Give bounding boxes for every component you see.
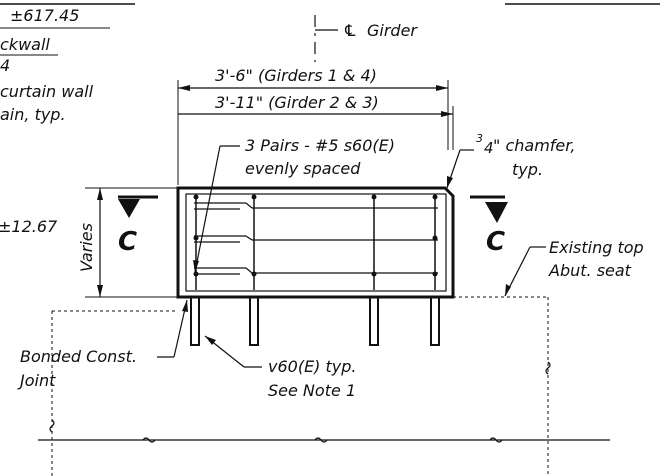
dim-arrow-right-2	[441, 111, 453, 117]
chamfer-label: " chamfer,	[493, 136, 575, 155]
backwall-sub-label: 4	[0, 56, 10, 75]
v60-label: v60(E) typ.	[268, 357, 357, 376]
v60-arrow	[205, 336, 216, 345]
rebar-dots	[193, 194, 438, 277]
section-label-left: C	[118, 227, 137, 257]
bonded-joint-label: Bonded Const.	[20, 347, 137, 366]
varies-arrow-top	[97, 188, 103, 200]
existing-top-label: Existing top	[549, 238, 644, 257]
section-marker-left	[118, 195, 158, 218]
dowels	[190, 296, 440, 346]
existing-arrow	[505, 284, 511, 296]
bonded-arrow	[182, 300, 188, 312]
curtain-wall-label-2: ain, typ.	[0, 105, 66, 124]
vertical-bars	[195, 196, 436, 290]
break-marks-side	[49, 361, 551, 433]
dim-arrow-left-1	[178, 85, 190, 91]
pairs-label-1: 3 Pairs - #5 s60(E)	[245, 136, 395, 155]
girder-label: Girder	[367, 21, 418, 40]
see-note-label: See Note 1	[268, 381, 356, 400]
reinforcement-cage-outline	[185, 193, 447, 292]
chamfer-typ-label: typ.	[512, 160, 543, 179]
centerline-symbol: ℄	[343, 21, 357, 40]
curtain-wall-label: curtain wall	[0, 82, 94, 101]
section-marker-right	[470, 195, 508, 223]
dim-arrow-right-1	[436, 85, 448, 91]
elevation-top-label: ±617.45	[10, 6, 79, 25]
elevation-side-label: ±12.67	[0, 217, 58, 236]
chamfer-arrow	[447, 176, 453, 188]
break-line-bottom	[38, 437, 610, 443]
concrete-section-outline	[176, 186, 455, 299]
varies-label: Varies	[77, 223, 96, 272]
chamfer-denominator: 4	[484, 139, 494, 157]
section-label-right: C	[486, 227, 505, 257]
abut-seat-label: Abut. seat	[548, 261, 632, 280]
backwall-label: ckwall	[0, 35, 50, 54]
horizontal-bars	[194, 202, 438, 275]
dim-girders-1-4: 3'-6" (Girders 1 & 4)	[215, 66, 377, 85]
varies-arrow-bottom	[97, 285, 103, 297]
dim-girders-2-3: 3'-11" (Girder 2 & 3)	[215, 93, 379, 112]
chamfer-numerator: 3	[476, 132, 483, 145]
pairs-label-2: evenly spaced	[245, 159, 361, 178]
joint-label: Joint	[17, 371, 56, 390]
